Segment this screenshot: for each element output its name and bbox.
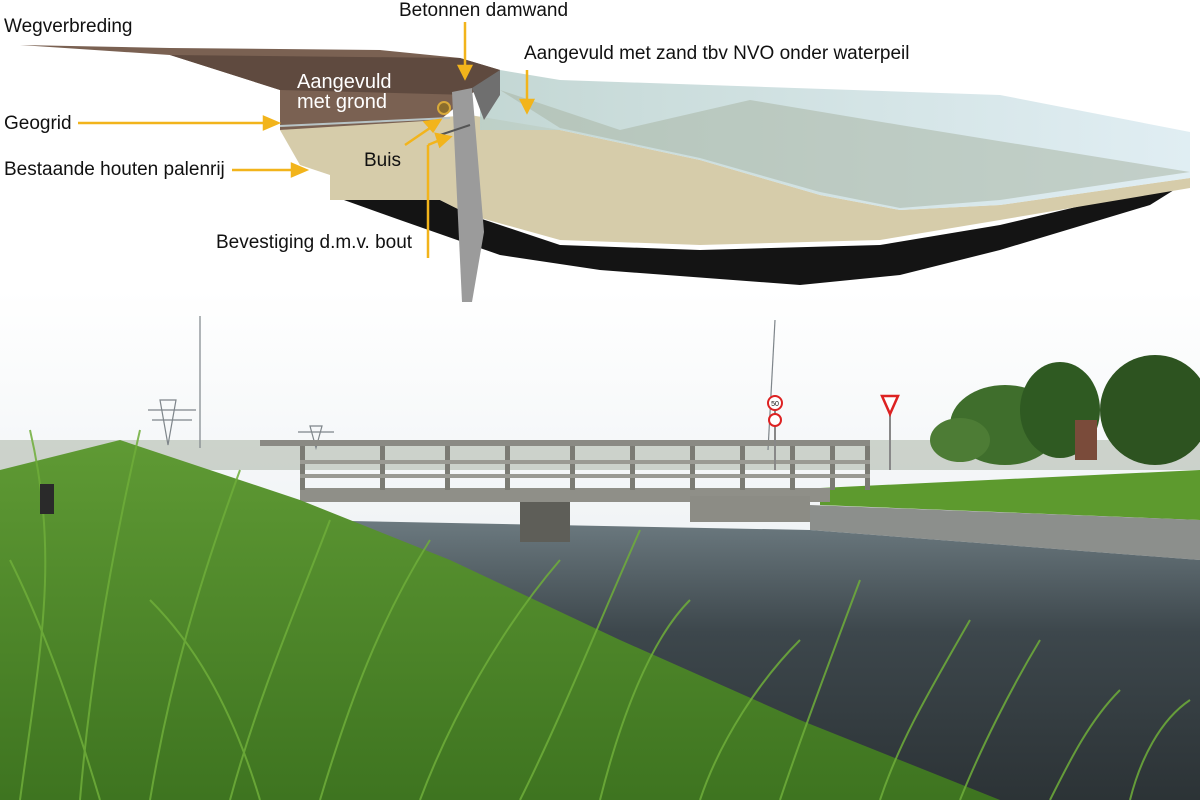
label-buis: Buis	[364, 150, 401, 171]
annotation-arrows	[78, 22, 536, 258]
power-pylons	[148, 316, 776, 451]
post-marker	[40, 484, 54, 514]
geogrid-line	[279, 117, 451, 127]
arrow-head-bout	[434, 132, 453, 149]
trees	[930, 355, 1200, 465]
arrow-head-geogrid	[262, 115, 282, 131]
arrow-head-zand	[518, 98, 536, 115]
label-wegverbreding: Wegverbreding	[4, 16, 133, 37]
quay-wall	[810, 505, 1200, 560]
label-geogrid: Geogrid	[4, 113, 72, 134]
pipe-icon	[437, 101, 451, 115]
yield-sign-icon	[880, 394, 900, 418]
near-bank-grass	[0, 440, 1000, 800]
far-bank-grass	[820, 470, 1200, 520]
cross-section	[20, 45, 1190, 302]
bolt	[439, 124, 471, 136]
photo-background: 50	[0, 290, 1200, 800]
sheet-pile-top	[472, 70, 500, 120]
label-aangevuld-zand: Aangevuld met zand tbv NVO onder waterpe…	[524, 43, 910, 64]
label-bestaande-palenrij: Bestaande houten palenrij	[4, 159, 225, 180]
label-aangevuld-grond-line2: met grond	[297, 91, 388, 113]
arrow-head-damwand	[456, 64, 474, 81]
dark-base-layer	[330, 180, 1190, 285]
nvo-fill	[500, 90, 1190, 208]
label-bevestiging: Bevestiging d.m.v. bout	[216, 232, 413, 253]
sand-layer	[280, 115, 1190, 245]
road-signs: 50	[767, 394, 900, 470]
arrow-head-palenrij	[290, 162, 310, 178]
speed-limit-text: 50	[771, 401, 779, 408]
speed-sign-icon	[767, 395, 783, 411]
footbridge	[260, 440, 870, 542]
label-betonnen-damwand: Betonnen damwand	[399, 0, 569, 21]
label-aangevuld-grond-line1: Aangevuld	[297, 71, 392, 93]
reed-blades	[9, 429, 1191, 800]
sheet-pile	[452, 88, 484, 302]
road-surface	[170, 55, 500, 95]
arrow-head-buis	[422, 118, 443, 134]
